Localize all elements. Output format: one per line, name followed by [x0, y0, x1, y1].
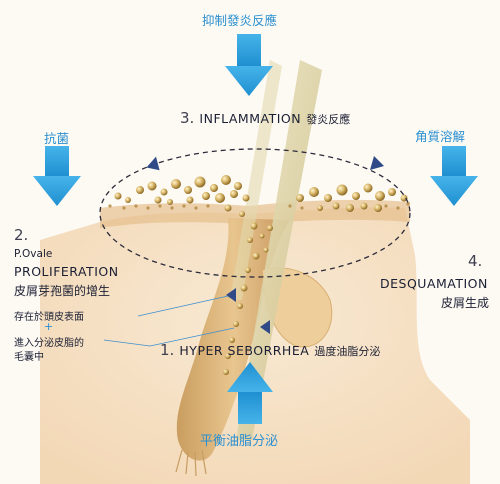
step2-note1: 存在於頭皮表面 [14, 312, 84, 323]
step4-number: 4. [468, 252, 483, 270]
hair-shaft-2 [230, 60, 282, 300]
sebum-dots-small [108, 202, 410, 210]
step4-cn: 皮屑生成 [441, 296, 490, 310]
arrow-left [33, 146, 81, 206]
step1-title: HYPER SEBORRHEA [179, 343, 310, 358]
step3-cn: 發炎反應 [306, 113, 351, 126]
step2-number: 2. [14, 226, 29, 244]
arrow-bottom [227, 362, 273, 424]
step2-plus: + [44, 320, 54, 333]
cycle-marker-bottom [260, 320, 270, 334]
cycle-marker-mid [226, 288, 236, 302]
step4-title: DESQUAMATION [380, 276, 488, 291]
leader-line-2 [103, 327, 235, 347]
step1-number: 1. [160, 341, 175, 359]
hair-shaft [236, 60, 322, 440]
leader-line-1 [137, 295, 229, 317]
step1-label: 1. HYPER SEBORRHEA 過度油脂分泌 [160, 340, 380, 359]
step3-title: INFLAMMATION [199, 111, 302, 126]
step2-note2a: 進入分泌皮脂的 [14, 338, 84, 349]
left-arrow-label: 抗菌 [44, 131, 70, 146]
bottom-arrow-label: 平衡油脂分泌 [200, 434, 279, 449]
arrow-right [430, 146, 478, 206]
step3-number: 3. [180, 109, 195, 127]
step3-label: 3. INFLAMMATION 發炎反應 [180, 108, 350, 127]
cycle-marker-top-right [370, 156, 384, 170]
step2-cn: 皮屑芽孢菌的增生 [14, 284, 111, 298]
step2-line2: PROLIFERATION [14, 264, 119, 279]
step2-note2b: 毛囊中 [14, 352, 44, 363]
step2-line1: P.Ovale [14, 248, 53, 260]
cycle-marker-top-left [146, 156, 160, 171]
right-arrow-label: 角質溶解 [415, 129, 466, 144]
sebum-granules [114, 175, 408, 375]
arrow-top [225, 34, 273, 96]
top-arrow-label: 抑制發炎反應 [202, 13, 278, 28]
hair-roots [175, 449, 207, 477]
step1-cn: 過度油脂分泌 [314, 345, 381, 358]
inflammation-cycle-ellipse [99, 148, 411, 278]
